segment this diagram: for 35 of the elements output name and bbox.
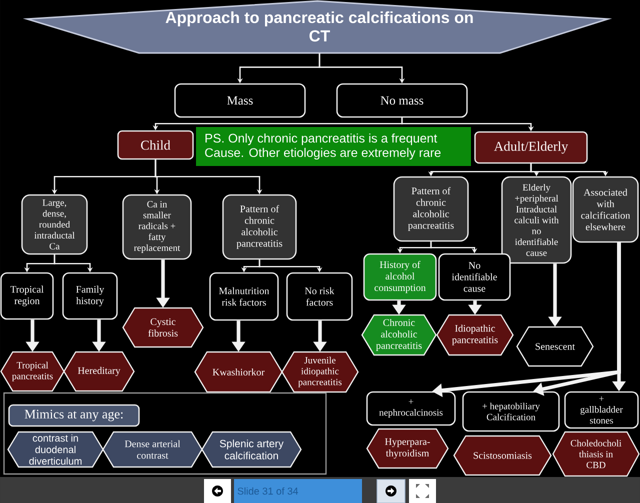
flow-box: No mass — [336, 83, 468, 118]
result-hexagon: Idiopathic pancreatitis — [436, 314, 514, 356]
flow-box: Large, dense, rounded intraductal Ca — [21, 194, 88, 255]
result-hexagon: Senescent — [516, 326, 594, 367]
flow-box: + hepatobiliary Calcification — [462, 391, 560, 432]
flow-box: Pattern of chronic alcoholic pancreatitis — [393, 176, 469, 242]
flow-box: No identifiable cause — [438, 253, 511, 301]
result-hexagon: Dense arterial contrast — [102, 431, 203, 468]
note-box: PS. Only chronic pancreatitis is a frequent Cause. Other etiologies are extremely rare — [196, 127, 471, 166]
heading-box: Mimics at any age: — [8, 404, 140, 427]
result-hexagon: Hyperpara- thyroidism — [366, 428, 449, 469]
category-box: Adult/Elderly — [474, 131, 588, 164]
category-box: Child — [117, 130, 194, 160]
flow-box: Elderly +peripheral Intraductal calculi with no identifiable cause — [501, 176, 572, 264]
result-hexagon: Tropical pancreatits — [0, 351, 65, 392]
result-hexagon: Cystic fibrosis — [122, 307, 204, 348]
result-hexagon: Choledocholi thiasis in CBD — [552, 431, 640, 477]
slide-counter: Slide 31 of 34 — [234, 479, 362, 503]
flow-box: Mass — [174, 83, 306, 118]
flow-box: History of alcohol consumption — [363, 253, 437, 301]
flow-box: No risk factors — [286, 272, 353, 321]
flow-box: + gallbladder stones — [564, 391, 639, 429]
result-hexagon: Juvenile idiopathic pancreatitis — [281, 351, 359, 393]
result-hexagon: Kwashiorkor — [194, 351, 283, 393]
flow-box: Malnutrition risk factors — [209, 272, 279, 321]
result-hexagon: Chronic alcoholic pancreatitis — [361, 314, 437, 356]
result-hexagon: contrast in duodenal diverticulum — [7, 431, 104, 468]
flow-box: Pattern of chronic alcoholic pancreatitis — [222, 194, 297, 260]
flow-box: Associated with calcification elsewhere — [572, 176, 639, 243]
flow-box: + nephrocalcinosis — [366, 391, 456, 426]
result-hexagon: Hereditary — [63, 351, 135, 392]
result-hexagon: Splenic artery calcification — [201, 431, 302, 468]
flow-box: Tropical region — [0, 272, 54, 320]
flow-box: Ca in smaller radicals + fatty replacement — [122, 194, 192, 260]
flow-box: Family history — [62, 272, 118, 320]
